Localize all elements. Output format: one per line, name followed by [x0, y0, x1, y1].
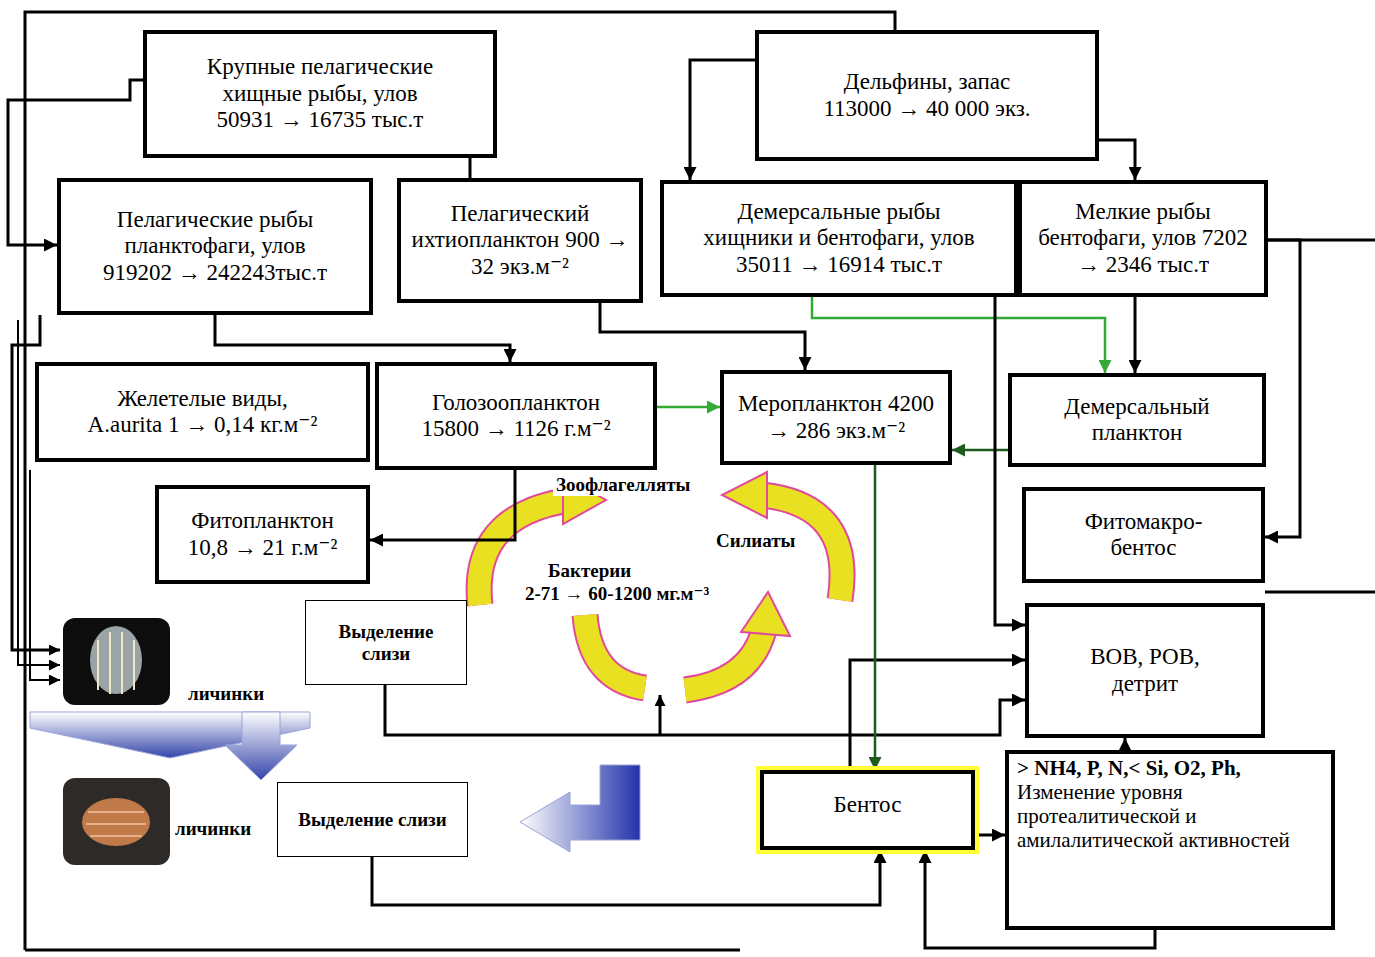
- flow-arrow: [812, 297, 1105, 373]
- flow-arrow: [975, 834, 1005, 837]
- node-text: Мелкие рыбы бентофаги, улов 7202 → 2346 …: [1036, 199, 1250, 278]
- ctenophore-picture: [63, 778, 170, 865]
- frame-line: [1265, 591, 1375, 594]
- node-text: Выделение слизи: [298, 809, 446, 831]
- flow-arrow: [215, 315, 510, 362]
- annotation-label: Силиаты: [713, 530, 798, 552]
- node-text: Пелагические рыбы планктофаги, улов 9192…: [91, 207, 339, 286]
- transition-arrow: [520, 765, 640, 852]
- annotation-label: личинки: [185, 683, 267, 705]
- process-box: Желетелые виды, A.aurita 1 → 0,14 кг.м⁻²: [35, 362, 370, 462]
- frame-line: [25, 949, 740, 952]
- node-text: Демерсальные рыбы хищники и бентофаги, у…: [698, 199, 980, 278]
- flow-arrow: [469, 158, 472, 178]
- process-box: Дельфины, запас 113000 → 40 000 экз.: [755, 30, 1099, 161]
- flow-arrow: [385, 685, 1025, 735]
- node-text: ВОВ, РОВ, детрит: [1059, 644, 1231, 697]
- flow-arrow: [1265, 240, 1300, 537]
- node-text: > NH4, P, N,< Si, O2, Ph,: [1017, 756, 1241, 780]
- flow-arrow: [1134, 297, 1137, 373]
- flow-arrow: [600, 303, 805, 370]
- process-box: > NH4, P, N,< Si, O2, Ph,Изменение уровн…: [1005, 750, 1335, 930]
- node-text: Изменение уровня протеалитической и амил…: [1017, 780, 1323, 852]
- transition-arrow: [225, 712, 297, 780]
- node-text: Бентос: [834, 792, 902, 818]
- annotation-label: Зоофлагелляты: [553, 474, 693, 496]
- process-box: Демерсальный планктон: [1008, 373, 1266, 467]
- process-box: Бентос: [760, 770, 975, 850]
- node-text: Крупные пелагические хищные рыбы, улов 5…: [197, 54, 443, 133]
- node-text: Демерсальный планктон: [1042, 394, 1232, 447]
- note-box: Выделение слизи: [277, 782, 468, 857]
- process-box: Пелагические рыбы планктофаги, улов 9192…: [57, 178, 373, 315]
- node-text: Фитомакро- бентос: [1056, 509, 1231, 562]
- node-text: Меропланктон 4200 → 286 экз.м⁻²: [730, 391, 942, 444]
- annotation-label: личинки: [172, 818, 254, 840]
- process-box: Голозоопланктон 15800 → 1126 г.м⁻²: [375, 362, 657, 470]
- process-box: Фитомакро- бентос: [1022, 487, 1265, 583]
- node-text: Голозоопланктон 15800 → 1126 г.м⁻²: [409, 390, 623, 443]
- flow-arrow: [874, 465, 877, 770]
- process-box: Крупные пелагические хищные рыбы, улов 5…: [143, 30, 497, 158]
- note-box: Выделение слизи: [305, 600, 467, 685]
- flow-arrow: [1099, 140, 1135, 180]
- annotation-label: Бактерии: [545, 560, 634, 582]
- node-text: Пелагический ихтиопланктон 900 → 32 экз.…: [407, 201, 633, 280]
- node-text: Фитопланктон 10,8 → 21 г.м⁻²: [179, 508, 346, 561]
- node-text: Выделение слизи: [312, 621, 460, 665]
- process-box: Пелагический ихтиопланктон 900 → 32 экз.…: [397, 178, 643, 303]
- flow-line: [659, 695, 662, 735]
- process-box: Меропланктон 4200 → 286 экз.м⁻²: [720, 370, 952, 465]
- annotation-label: 2-71 → 60-1200 мг.м⁻³: [522, 583, 712, 605]
- flow-arrow: [372, 850, 880, 905]
- flow-arrow: [657, 406, 720, 409]
- process-box: Фитопланктон 10,8 → 21 г.м⁻²: [155, 485, 370, 584]
- process-box: ВОВ, РОВ, детрит: [1025, 603, 1265, 738]
- feed-line: [30, 470, 60, 680]
- ctenophore-picture: [63, 618, 170, 705]
- flow-arrow: [690, 60, 755, 180]
- flow-arrow: [1124, 738, 1127, 750]
- flow-arrow: [952, 449, 1008, 452]
- node-text: Дельфины, запас 113000 → 40 000 экз.: [809, 69, 1045, 122]
- flow-arrow: [370, 470, 515, 540]
- process-box: Мелкие рыбы бентофаги, улов 7202 → 2346 …: [1018, 180, 1268, 297]
- microbial-loop: [479, 472, 842, 690]
- node-text: Желетелые виды, A.aurita 1 → 0,14 кг.м⁻²: [79, 386, 326, 439]
- process-box: Демерсальные рыбы хищники и бентофаги, у…: [660, 180, 1018, 297]
